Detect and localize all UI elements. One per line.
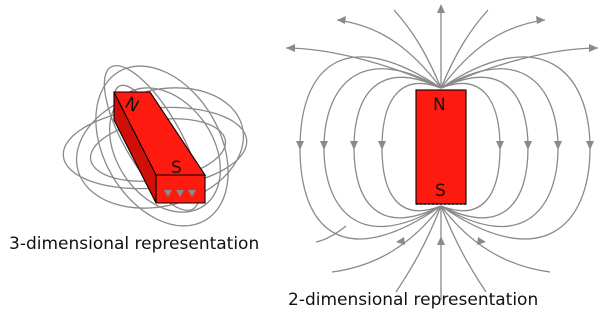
field-loop-3d [95,65,229,227]
arrow-icon [164,190,172,197]
arrow-down-icon [586,141,594,150]
arrow-icon [396,237,405,245]
arrow-icon [477,237,486,245]
magnet-3d-group: N S [62,64,248,227]
arrow-icon [176,190,184,197]
arrow-up-icon [437,4,445,13]
magnet-2d-arrows [286,4,598,245]
field-line-open-top [285,47,442,89]
arrow-icon [286,44,295,52]
field-line-open-bottom [395,205,442,293]
magnet-3d-end-face [155,174,206,204]
arrow-down-icon [496,141,504,150]
magnet-2d [415,89,467,205]
caption-3d: 3-dimensional representation [9,234,259,254]
caption-3d-leader [315,225,347,243]
arrow-down-icon [554,141,562,150]
arrow-down-icon [296,141,304,150]
magnet-3d [113,91,207,204]
arrow-down-icon [350,141,358,150]
field-line-open-top [440,47,599,89]
arrow-icon [337,16,346,24]
south-pole-label-3d: S [171,158,182,178]
arrow-icon [188,190,196,197]
magnet-3d-south-arrows [164,190,196,197]
magnet-2d-group: N S [285,4,599,300]
arrow-down-icon [524,141,532,150]
south-pole-label-2d: S [435,181,446,201]
field-loop-3d [103,64,201,212]
arrow-down-icon [378,141,386,150]
north-pole-label-2d: N [433,95,446,115]
caption-2d: 2-dimensional representation [288,290,538,310]
arrow-icon [589,44,598,52]
field-line-open-bottom [440,205,487,293]
field-line-open-top [336,19,442,89]
field-line-open-top [440,19,546,89]
field-line-open-top [440,9,489,89]
arrow-up-icon [437,236,445,245]
field-line-open-bottom [331,205,442,273]
arrow-down-icon [320,141,328,150]
arrow-icon [536,16,545,24]
field-line-open-top [393,9,442,89]
field-line-open-bottom [440,205,551,273]
